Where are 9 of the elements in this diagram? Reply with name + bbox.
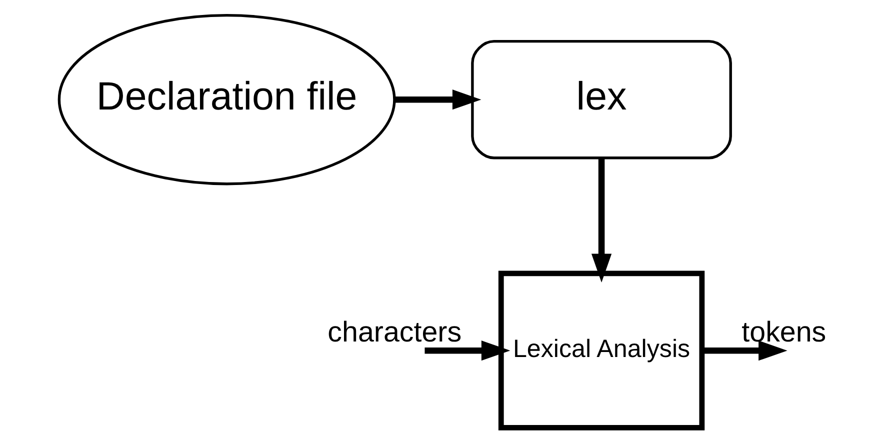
arrow bbox=[424, 340, 510, 361]
node-ellipse: Declaration file bbox=[57, 14, 396, 186]
node-box: lex bbox=[470, 40, 732, 160]
node-box: Lexical Analysis bbox=[498, 270, 704, 430]
arrow bbox=[702, 340, 787, 361]
edge-label: characters bbox=[327, 316, 462, 348]
edge-label: tokens bbox=[741, 316, 826, 348]
arrow bbox=[394, 90, 481, 110]
arrow bbox=[590, 158, 612, 283]
